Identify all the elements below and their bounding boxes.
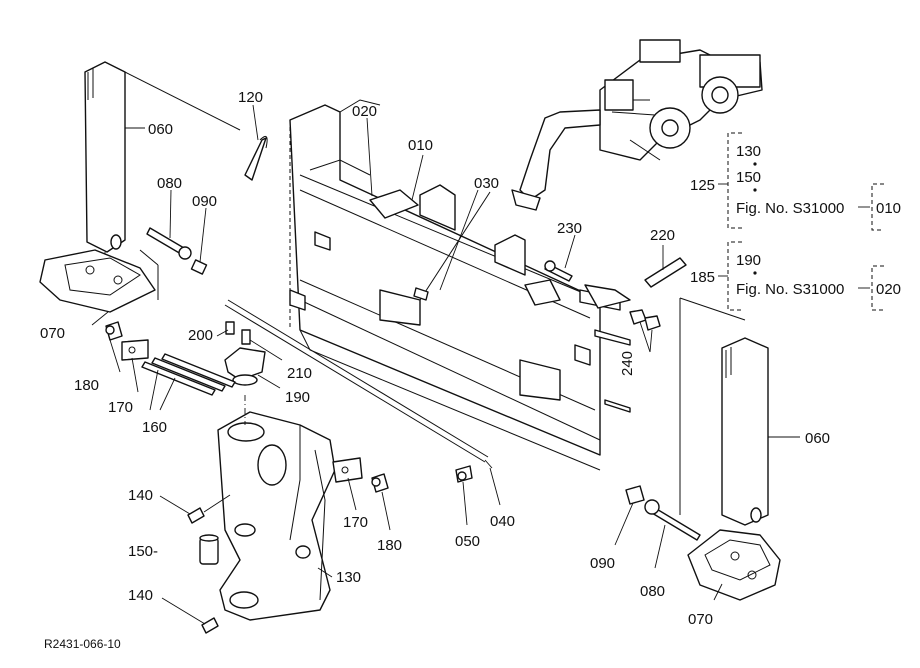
callout-140-bottom: 140 bbox=[128, 587, 153, 604]
tractor-backhoe-illustration bbox=[511, 39, 763, 211]
grease-fittings bbox=[224, 321, 266, 386]
callout-090-right: 090 bbox=[590, 555, 615, 572]
swing-bracket bbox=[217, 395, 336, 621]
nuts bbox=[629, 309, 661, 331]
callout-230: 230 bbox=[557, 220, 582, 237]
callout-130: 130 bbox=[336, 569, 361, 586]
callout-200: 200 bbox=[188, 327, 213, 344]
left-stabilizer-post bbox=[84, 61, 241, 265]
callout-080-right: 080 bbox=[640, 583, 665, 600]
leader-lines bbox=[91, 104, 800, 601]
left-pin-bolt bbox=[146, 227, 208, 275]
callout-030: 030 bbox=[474, 175, 499, 192]
control-rod bbox=[224, 299, 493, 469]
callout-170-right: 170 bbox=[343, 514, 368, 531]
left-pins-and-plates bbox=[105, 321, 236, 396]
callout-070-left: 070 bbox=[40, 325, 65, 342]
callout-220: 220 bbox=[650, 227, 675, 244]
rod-bolt bbox=[455, 465, 473, 483]
main-frame bbox=[289, 99, 631, 471]
group-185-item-190: 190 bbox=[736, 252, 761, 269]
callout-180-left: 180 bbox=[74, 377, 99, 394]
group-125-item-130: 130 bbox=[736, 143, 761, 160]
right-foot-pad bbox=[687, 529, 781, 601]
group-125-bracket bbox=[718, 132, 884, 231]
group-185-number: 185 bbox=[690, 269, 715, 286]
callout-190: 190 bbox=[285, 389, 310, 406]
bushing bbox=[199, 534, 219, 565]
group-125-item-150: 150 bbox=[736, 169, 761, 186]
callout-080-left: 080 bbox=[157, 175, 182, 192]
callout-160: 160 bbox=[142, 419, 167, 436]
callout-090-left: 090 bbox=[192, 193, 217, 210]
frame-bolt bbox=[413, 191, 491, 301]
grease-nipples bbox=[159, 494, 231, 634]
callout-060-right: 060 bbox=[805, 430, 830, 447]
right-plate-and-bolt bbox=[332, 457, 389, 493]
callout-010: 010 bbox=[408, 137, 433, 154]
callout-210: 210 bbox=[287, 365, 312, 382]
right-stabilizer-post bbox=[679, 297, 769, 526]
left-foot-pad bbox=[39, 249, 159, 313]
right-bolt bbox=[544, 260, 631, 309]
group-185-ref-020: 020 bbox=[876, 281, 901, 298]
right-pin bbox=[644, 257, 687, 288]
callout-240: 240 bbox=[619, 351, 636, 376]
callout-040: 040 bbox=[490, 513, 515, 530]
callout-020: 020 bbox=[352, 103, 377, 120]
callout-120: 120 bbox=[238, 89, 263, 106]
drawing-id: R2431-066-10 bbox=[44, 637, 121, 651]
group-185-fig-ref: Fig. No. S31000 bbox=[736, 281, 844, 298]
callout-150: 150- bbox=[128, 543, 158, 560]
right-pin-bolt bbox=[625, 485, 701, 541]
callout-070-right: 070 bbox=[688, 611, 713, 628]
group-125-ref-010: 010 bbox=[876, 200, 901, 217]
callout-060-left: 060 bbox=[148, 121, 173, 138]
callout-140-top: 140 bbox=[128, 487, 153, 504]
group-185-bracket bbox=[718, 241, 884, 311]
group-125-fig-ref: Fig. No. S31000 bbox=[736, 200, 844, 217]
callout-170-left: 170 bbox=[108, 399, 133, 416]
group-125-number: 125 bbox=[690, 177, 715, 194]
callout-180-right: 180 bbox=[377, 537, 402, 554]
callout-050: 050 bbox=[455, 533, 480, 550]
